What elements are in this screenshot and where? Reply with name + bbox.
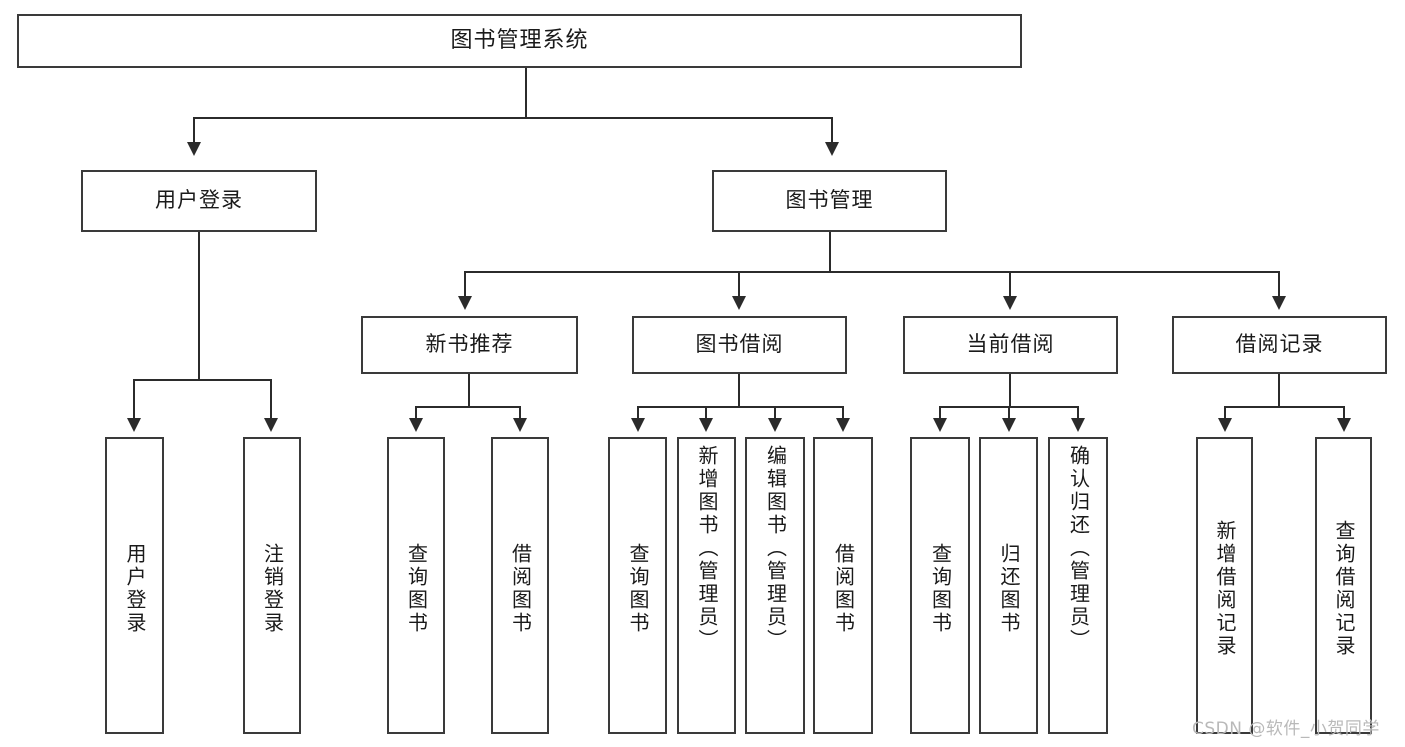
leaf-borrow-record-2[interactable]: 查询借阅记录 — [1315, 437, 1372, 734]
edge-book-borrow-stem — [738, 374, 740, 407]
edge-book-borrow-drop-1 — [637, 406, 639, 421]
arrow-to-current-borrow — [1003, 296, 1017, 310]
leaf-user-login-2[interactable]: 注销登录 — [243, 437, 301, 734]
node-label: 查询图书 — [928, 542, 953, 635]
edge-current-borrow-stem — [1009, 374, 1011, 407]
arrow-current-borrow-leaf-2 — [1002, 418, 1016, 432]
edge-user-login-stem — [198, 232, 200, 380]
leaf-user-login-1[interactable]: 用户登录 — [105, 437, 164, 734]
node-borrow-record[interactable]: 借阅记录 — [1172, 316, 1387, 374]
node-book-borrow[interactable]: 图书借阅 — [632, 316, 847, 374]
node-label: 借阅图书 — [831, 542, 856, 635]
edge-to-book-borrow — [738, 271, 740, 299]
leaf-book-borrow-2[interactable]: 新增图书（管理员） — [677, 437, 736, 734]
leaf-book-borrow-4[interactable]: 借阅图书 — [813, 437, 873, 734]
watermark-text: CSDN @软件_小贺同学 — [1192, 719, 1380, 739]
edge-new-book-stem — [468, 374, 470, 407]
edge-borrow-record-drop-2 — [1343, 406, 1345, 421]
node-label: 借阅图书 — [508, 542, 533, 635]
node-user-login[interactable]: 用户登录 — [81, 170, 317, 232]
arrow-to-book-borrow — [732, 296, 746, 310]
arrow-user-login-leaf-1 — [127, 418, 141, 432]
leaf-new-book-1[interactable]: 查询图书 — [387, 437, 445, 734]
arrow-borrow-record-leaf-1 — [1218, 418, 1232, 432]
edge-root-stem — [525, 68, 527, 118]
node-label: 图书借阅 — [695, 332, 784, 357]
edge-user-login-drop-1 — [133, 379, 135, 421]
edge-borrow-record-stem — [1278, 374, 1280, 407]
edge-user-login-drop-2 — [270, 379, 272, 421]
arrow-book-borrow-leaf-1 — [631, 418, 645, 432]
edge-new-book-bus — [415, 406, 520, 408]
edge-current-borrow-drop-3 — [1077, 406, 1079, 421]
arrow-borrow-record-leaf-2 — [1337, 418, 1351, 432]
arrow-book-borrow-leaf-4 — [836, 418, 850, 432]
edge-new-book-drop-1 — [415, 406, 417, 421]
edge-root-bus — [193, 117, 833, 119]
arrow-book-borrow-leaf-3 — [768, 418, 782, 432]
edge-borrow-record-bus — [1224, 406, 1344, 408]
leaf-current-borrow-3[interactable]: 确认归还（管理员） — [1048, 437, 1108, 734]
node-label: 用户登录 — [123, 542, 147, 635]
arrow-current-borrow-leaf-3 — [1071, 418, 1085, 432]
node-label: 新书推荐 — [425, 332, 514, 357]
node-label: 编辑图书（管理员） — [763, 445, 788, 652]
node-label: 查询图书 — [626, 542, 650, 635]
arrow-user-login-leaf-2 — [264, 418, 278, 432]
arrow-new-book-leaf-1 — [409, 418, 423, 432]
leaf-new-book-2[interactable]: 借阅图书 — [491, 437, 549, 734]
edge-book-borrow-bus — [637, 406, 843, 408]
node-label: 图书管理系统 — [450, 27, 589, 53]
node-label: 新增图书（管理员） — [695, 445, 719, 652]
node-label: 查询图书 — [404, 542, 429, 635]
node-book-management[interactable]: 图书管理 — [712, 170, 947, 232]
node-label: 归还图书 — [997, 542, 1021, 635]
arrow-current-borrow-leaf-1 — [933, 418, 947, 432]
node-label: 图书管理 — [785, 188, 874, 213]
node-label: 借阅记录 — [1235, 332, 1324, 357]
edge-book-borrow-drop-4 — [842, 406, 844, 421]
arrow-to-new-book — [458, 296, 472, 310]
edge-to-new-book — [464, 271, 466, 299]
node-current-borrow[interactable]: 当前借阅 — [903, 316, 1118, 374]
node-new-book-recommend[interactable]: 新书推荐 — [361, 316, 578, 374]
node-label: 用户登录 — [155, 188, 243, 213]
edge-book-borrow-drop-3 — [774, 406, 776, 421]
leaf-current-borrow-2[interactable]: 归还图书 — [979, 437, 1038, 734]
edge-new-book-drop-2 — [519, 406, 521, 421]
edge-to-user-login — [193, 117, 195, 147]
arrow-to-user-login — [187, 142, 201, 156]
edge-book-borrow-drop-2 — [705, 406, 707, 421]
arrow-new-book-leaf-2 — [513, 418, 527, 432]
leaf-current-borrow-1[interactable]: 查询图书 — [910, 437, 970, 734]
node-label: 确认归还（管理员） — [1066, 445, 1091, 652]
edge-user-login-bus — [133, 379, 271, 381]
leaf-book-borrow-3[interactable]: 编辑图书（管理员） — [745, 437, 805, 734]
arrow-to-book-manage — [825, 142, 839, 156]
node-label: 新增借阅记录 — [1213, 519, 1237, 658]
edge-to-borrow-record — [1278, 271, 1280, 299]
node-label: 注销登录 — [260, 542, 285, 635]
edge-book-manage-stem — [829, 232, 831, 272]
leaf-book-borrow-1[interactable]: 查询图书 — [608, 437, 667, 734]
node-label: 当前借阅 — [966, 332, 1055, 357]
arrow-to-borrow-record — [1272, 296, 1286, 310]
edge-to-current-borrow — [1009, 271, 1011, 299]
leaf-borrow-record-1[interactable]: 新增借阅记录 — [1196, 437, 1253, 734]
edge-to-book-manage — [831, 117, 833, 147]
node-root-system[interactable]: 图书管理系统 — [17, 14, 1022, 68]
edge-current-borrow-drop-1 — [939, 406, 941, 421]
edge-level3-bus — [464, 271, 1280, 273]
node-label: 查询借阅记录 — [1332, 519, 1356, 658]
arrow-book-borrow-leaf-2 — [699, 418, 713, 432]
edge-current-borrow-drop-2 — [1008, 406, 1010, 421]
edge-borrow-record-drop-1 — [1224, 406, 1226, 421]
